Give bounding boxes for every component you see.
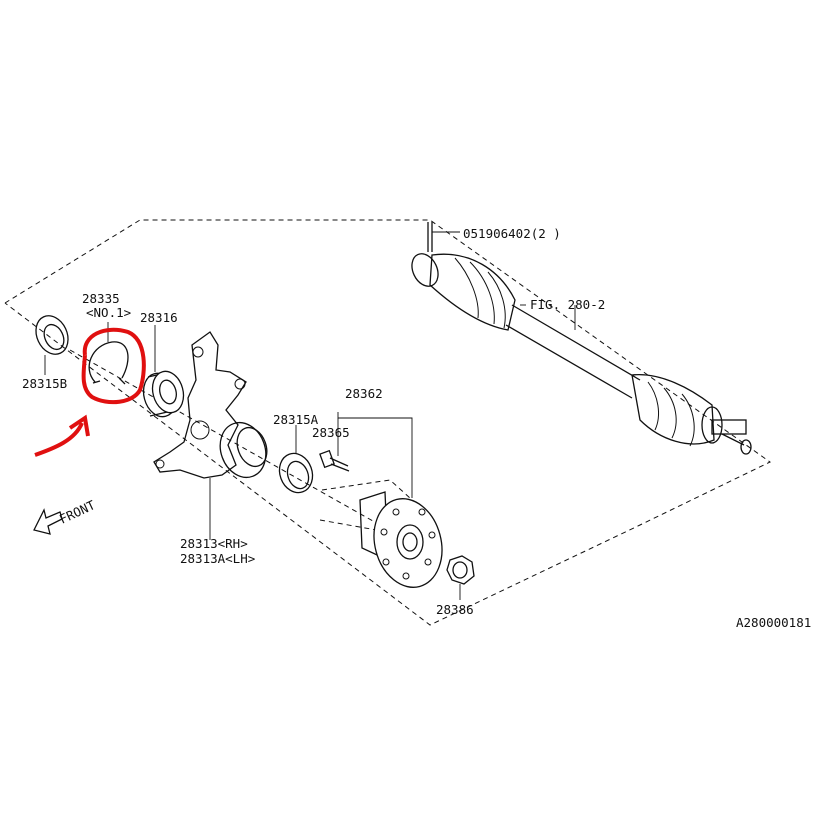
label-28315b: 28315B — [22, 376, 67, 391]
front-arrow — [33, 508, 63, 535]
label-28313a-lh: 28313A<LH> — [180, 551, 255, 566]
label-28362: 28362 — [345, 386, 383, 401]
label-fig-ref: FIG. 280-2 — [530, 297, 605, 312]
seal-28315a[interactable] — [274, 425, 318, 497]
hub-bolt-28365[interactable] — [319, 440, 350, 472]
label-28315a: 28315A — [273, 412, 319, 427]
label-28313-rh: 28313<RH> — [180, 536, 248, 551]
label-front: FRONT — [57, 497, 98, 527]
highlight-annotation — [34, 327, 146, 457]
label-051906402: 051906402(2 ) — [463, 226, 561, 241]
steering-knuckle-28313[interactable] — [153, 331, 273, 540]
label-28335: 28335 — [82, 291, 120, 306]
seal-28315b[interactable] — [30, 311, 74, 375]
label-28316: 28316 — [140, 310, 178, 325]
hub-28362[interactable] — [319, 412, 452, 595]
drive-shaft[interactable] — [407, 222, 752, 455]
label-28386: 28386 — [436, 602, 474, 617]
label-28365: 28365 — [312, 425, 350, 440]
snap-ring-28335[interactable] — [88, 322, 129, 385]
assembly-boundary — [4, 219, 771, 626]
bearing-28316[interactable] — [139, 325, 188, 420]
axle-nut-28386[interactable] — [446, 555, 475, 600]
label-diagram-id: A280000181 — [736, 615, 811, 630]
label-28335-sub: <NO.1> — [86, 305, 131, 320]
